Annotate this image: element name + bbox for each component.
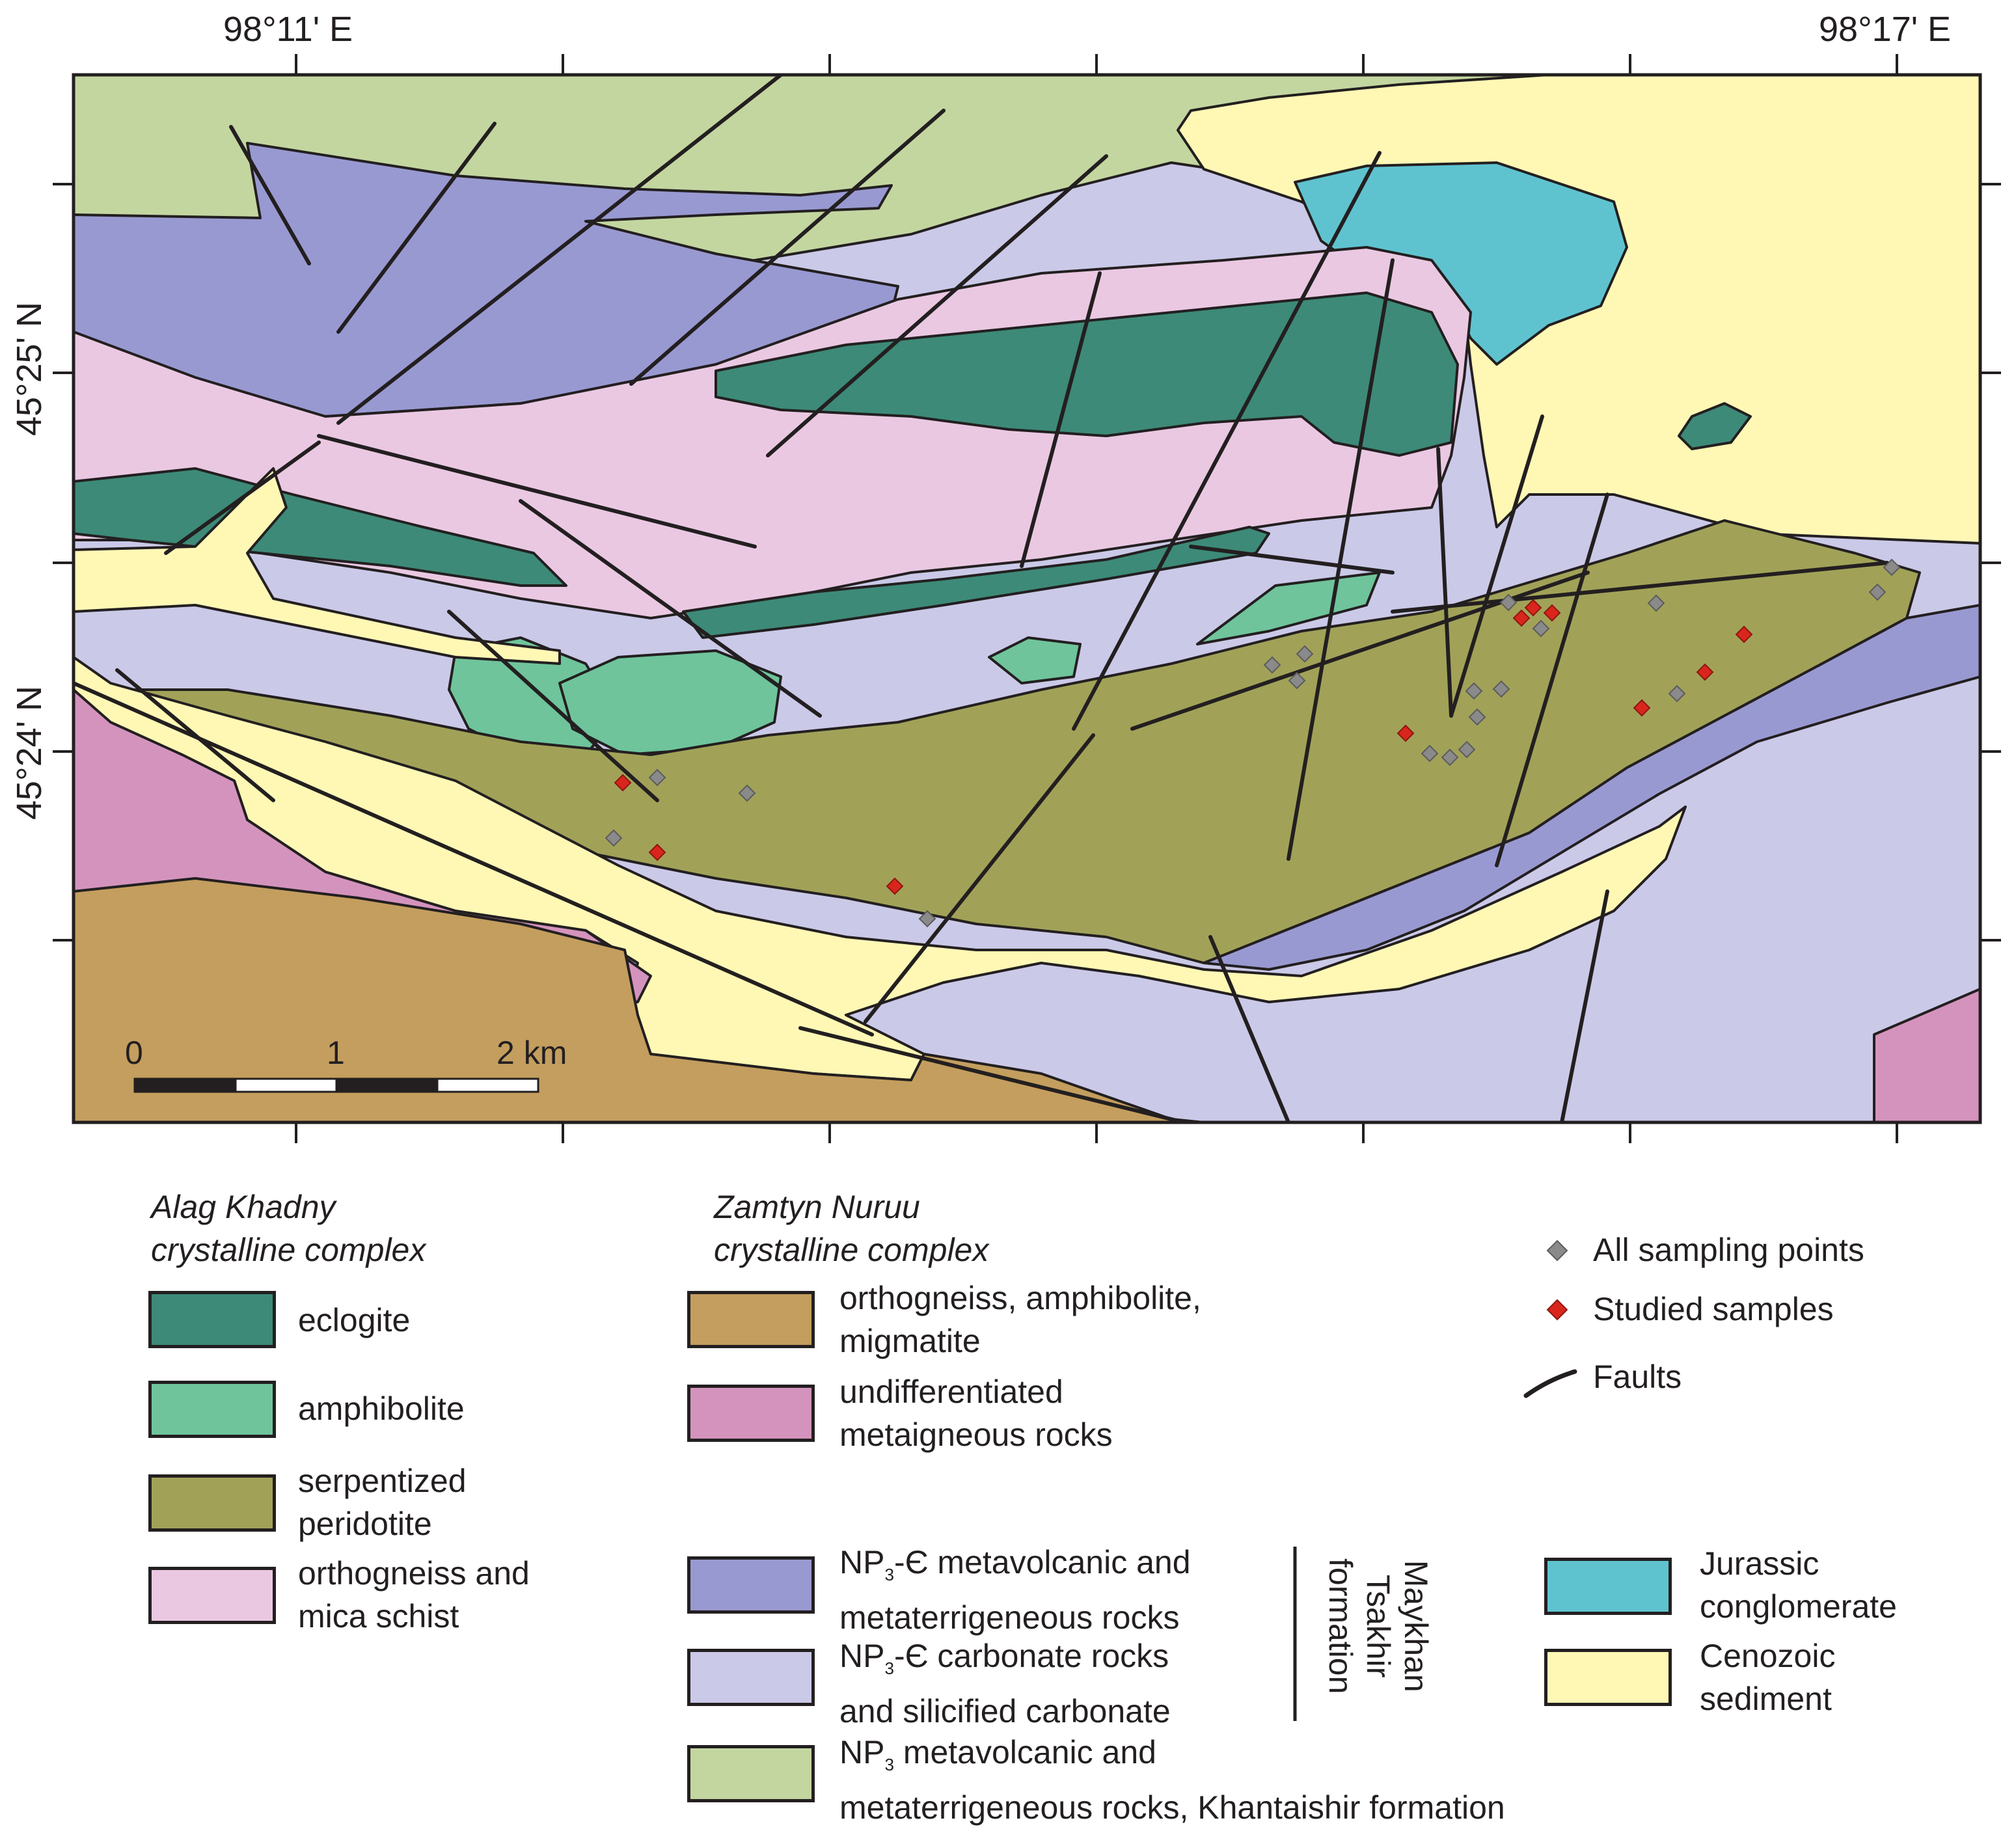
swatch-peridotite bbox=[148, 1474, 276, 1532]
legend-label-all-sampling-points: All sampling points bbox=[1593, 1232, 1864, 1268]
red-diamond-icon bbox=[886, 877, 904, 895]
swatch-khantaishir bbox=[687, 1745, 815, 1802]
red-diamond-icon bbox=[648, 843, 666, 861]
lon-right-label: 98°17' E bbox=[1819, 10, 1952, 49]
swatch-jurassic bbox=[1544, 1558, 1672, 1615]
studied-samples bbox=[614, 599, 1753, 895]
legend-title-zamtyn: Zamtyn Nuruu crystalline complex bbox=[714, 1189, 989, 1268]
scale-label-1: 1 bbox=[327, 1035, 345, 1071]
lat-upper-label: 45°25' N bbox=[10, 301, 49, 437]
red-diamond-icon bbox=[1696, 663, 1714, 681]
swatch-eclogite bbox=[148, 1291, 276, 1348]
grey-diamond-icon bbox=[1668, 684, 1686, 703]
grey-diamond-icon bbox=[1532, 619, 1550, 638]
grey-diamond-icon bbox=[1465, 682, 1483, 700]
red-diamond-legend-icon bbox=[1546, 1299, 1568, 1321]
map-ticks bbox=[53, 54, 2001, 1143]
legend-label-metaigneous: undifferentiated metaigneous rocks bbox=[839, 1374, 1113, 1453]
swatch-metavolcanic bbox=[687, 1556, 815, 1614]
legend-label-eclogite: eclogite bbox=[298, 1302, 411, 1338]
scale-label-2km: 2 km bbox=[497, 1035, 567, 1071]
red-diamond-icon bbox=[1633, 699, 1651, 717]
faults bbox=[74, 75, 1889, 1122]
grey-diamond-icon bbox=[1492, 680, 1510, 698]
red-diamond-icon bbox=[1543, 604, 1561, 622]
swatch-orthogneiss-migmatite bbox=[687, 1291, 815, 1348]
swatch-orthogneiss bbox=[148, 1567, 276, 1624]
grey-diamond-legend-icon bbox=[1546, 1240, 1568, 1262]
red-diamond-icon bbox=[1524, 599, 1542, 617]
map-frame bbox=[72, 73, 1982, 1124]
legend-label-peridotite: serpentized peridotite bbox=[298, 1463, 467, 1542]
fault-line-legend-icon bbox=[1523, 1369, 1577, 1398]
red-diamond-icon bbox=[1735, 625, 1753, 644]
grey-diamond-icon bbox=[1296, 645, 1314, 663]
red-diamond-icon bbox=[1396, 724, 1415, 742]
grey-diamond-icon bbox=[918, 910, 936, 928]
grey-diamond-icon bbox=[1499, 593, 1518, 612]
grey-diamond-icon bbox=[648, 768, 666, 787]
grey-diamond-icon bbox=[605, 829, 623, 847]
legend-label-faults: Faults bbox=[1593, 1359, 1682, 1395]
grey-diamond-icon bbox=[1458, 740, 1476, 759]
all-sampling-points bbox=[605, 558, 1901, 928]
legend-label-studied-samples: Studied samples bbox=[1593, 1291, 1834, 1327]
red-diamond-icon bbox=[1512, 609, 1531, 627]
grey-diamond-icon bbox=[1421, 744, 1439, 763]
unit-eclogite-4 bbox=[1678, 402, 1752, 450]
legend-formation-maykhan: Maykhan Tsakhir formation bbox=[1322, 1558, 1434, 1694]
red-diamond-icon bbox=[614, 774, 632, 792]
swatch-carbonate bbox=[687, 1649, 815, 1706]
grey-diamond-icon bbox=[1441, 748, 1459, 766]
unit-metaigneous-right bbox=[1873, 988, 1980, 1122]
lat-lower-label: 45°24' N bbox=[10, 685, 49, 820]
legend-label-orthogneiss: orthogneiss and mica schist bbox=[298, 1555, 530, 1634]
grey-diamond-icon bbox=[1647, 594, 1665, 612]
legend-label-cenozoic: Cenozoic sediment bbox=[1700, 1638, 1836, 1717]
legend-label-orthogneiss-migmatite: orthogneiss, amphibolite, migmatite bbox=[839, 1280, 1201, 1359]
legend-label-amphibolite: amphibolite bbox=[298, 1390, 465, 1427]
legend-label-jurassic: Jurassic conglomerate bbox=[1700, 1545, 1897, 1625]
lon-left-label: 98°11' E bbox=[223, 10, 353, 49]
grey-diamond-icon bbox=[1468, 708, 1486, 726]
grey-diamond-icon bbox=[1868, 583, 1887, 601]
grey-diamond-icon bbox=[1263, 656, 1281, 674]
unit-eclogite-3 bbox=[682, 526, 1270, 639]
grey-diamond-icon bbox=[1288, 671, 1306, 690]
swatch-cenozoic bbox=[1544, 1649, 1672, 1706]
grey-diamond-icon bbox=[1883, 558, 1901, 576]
unit-eclogite-1 bbox=[715, 291, 1459, 457]
grey-diamond-icon bbox=[738, 784, 756, 802]
legend-title-alag: Alag Khadny crystalline complex bbox=[151, 1189, 426, 1268]
unit-amphibolite-3 bbox=[988, 636, 1082, 684]
swatch-amphibolite bbox=[148, 1381, 276, 1438]
scale-label-0: 0 bbox=[125, 1035, 143, 1071]
unit-metavolcanic-lower bbox=[1203, 604, 1980, 971]
swatch-metaigneous bbox=[687, 1385, 815, 1442]
scale-bar bbox=[133, 1077, 539, 1093]
